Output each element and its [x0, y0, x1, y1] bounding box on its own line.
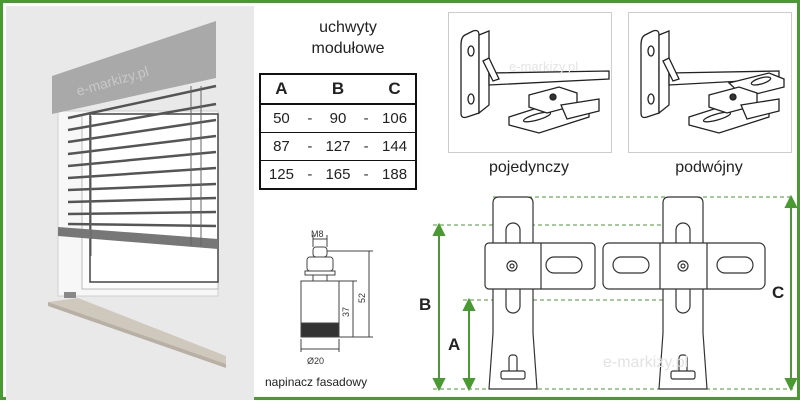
title-line-1: uchwyty [319, 19, 377, 36]
header-b: B [317, 73, 359, 105]
header-c: C [374, 73, 416, 105]
table-row: 50 - 90 - 106 [260, 103, 416, 133]
single-bracket-icon: e-markizy.pl [460, 29, 610, 134]
table-row: 87 - 127 - 144 [260, 132, 416, 161]
title-line-2: modułowe [311, 40, 385, 57]
total-height-label: 52 [357, 293, 367, 303]
cell-c: 188 [374, 160, 416, 189]
dimension-b-label: B [419, 295, 432, 314]
header-a: A [260, 73, 302, 105]
cell-a: 50 [260, 103, 302, 133]
section-title: uchwyty modułowe [273, 17, 423, 59]
diameter-label: Ø20 [307, 356, 324, 366]
double-bracket-icon [640, 29, 785, 134]
cell-c: 106 [374, 103, 416, 133]
dimension-c-label: C [772, 283, 785, 302]
double-bracket-image [628, 12, 792, 153]
window-blind-photo: e-markizy.pl [6, 6, 254, 400]
cell-a: 87 [260, 132, 302, 161]
tensioner-caption: napinacz fasadowy [265, 375, 368, 389]
single-bracket-image: e-markizy.pl [448, 12, 612, 153]
table-header-row: A B C [260, 73, 416, 105]
table-row: 125 - 165 - 188 [260, 160, 416, 189]
dimension-a-label: A [448, 335, 461, 354]
body-height-label: 37 [341, 307, 351, 317]
cell-b: 127 [317, 132, 359, 161]
front-view-diagram: e-markizy.pl [432, 194, 798, 392]
thread-label: M8 [311, 229, 324, 239]
tensioner-drawing: M8 37 52 Ø20 [300, 229, 373, 366]
bracket-watermark: e-markizy.pl [509, 59, 578, 74]
cell-b: 90 [317, 103, 359, 133]
cell-a: 125 [260, 160, 302, 189]
diagram-watermark: e-markizy.pl [603, 354, 688, 371]
window-illustration: e-markizy.pl [6, 6, 254, 400]
cell-b: 165 [317, 160, 359, 189]
cell-c: 144 [374, 132, 416, 161]
single-bracket-label: pojedynczy [488, 159, 570, 176]
double-bracket-label: podwójny [675, 159, 743, 176]
dimension-table: A B C 50 - 90 - 106 87 - 127 - 144 125 -… [259, 73, 417, 190]
